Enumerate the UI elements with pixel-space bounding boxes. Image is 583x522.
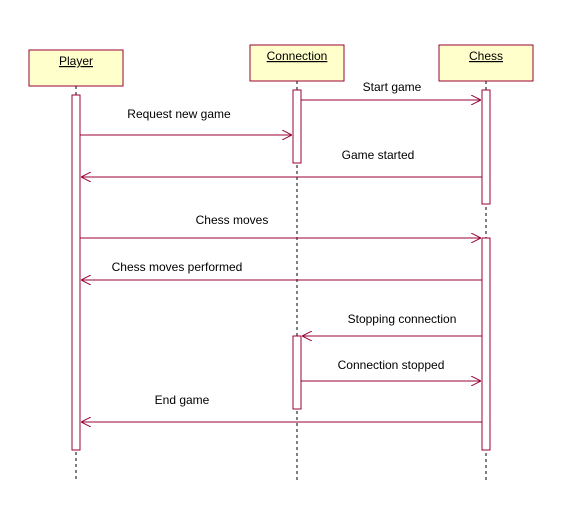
message-chess-moves-performed: Chess moves performed <box>81 260 482 280</box>
message-end-game: End game <box>81 393 482 422</box>
object-connection-label: Connection <box>267 49 328 63</box>
message-stopping-connection: Stopping connection <box>302 312 482 336</box>
message-connection-stopped-label: Connection stopped <box>338 358 445 372</box>
message-request-new-game-label: Request new game <box>127 107 231 121</box>
object-chess[interactable]: Chess <box>438 44 534 82</box>
activation-chess-1 <box>481 89 491 205</box>
message-request-new-game: Request new game <box>80 107 292 135</box>
message-chess-moves-label: Chess moves <box>196 213 269 227</box>
message-start-game-label: Start game <box>363 80 422 94</box>
message-connection-stopped: Connection stopped <box>301 358 481 381</box>
object-player[interactable]: Player <box>28 49 124 87</box>
activation-connection-2 <box>292 335 302 410</box>
message-end-game-label: End game <box>155 393 210 407</box>
object-chess-label: Chess <box>469 49 503 63</box>
object-player-label: Player <box>59 54 93 68</box>
message-game-started: Game started <box>81 148 482 177</box>
activation-chess-2 <box>481 237 491 451</box>
activation-player <box>71 94 81 451</box>
message-game-started-label: Game started <box>342 148 415 162</box>
message-chess-moves: Chess moves <box>80 213 481 238</box>
activation-connection-1 <box>292 89 302 164</box>
object-connection[interactable]: Connection <box>249 44 345 82</box>
message-start-game: Start game <box>301 80 481 100</box>
message-chess-moves-performed-label: Chess moves performed <box>112 260 243 274</box>
message-stopping-connection-label: Stopping connection <box>348 312 457 326</box>
